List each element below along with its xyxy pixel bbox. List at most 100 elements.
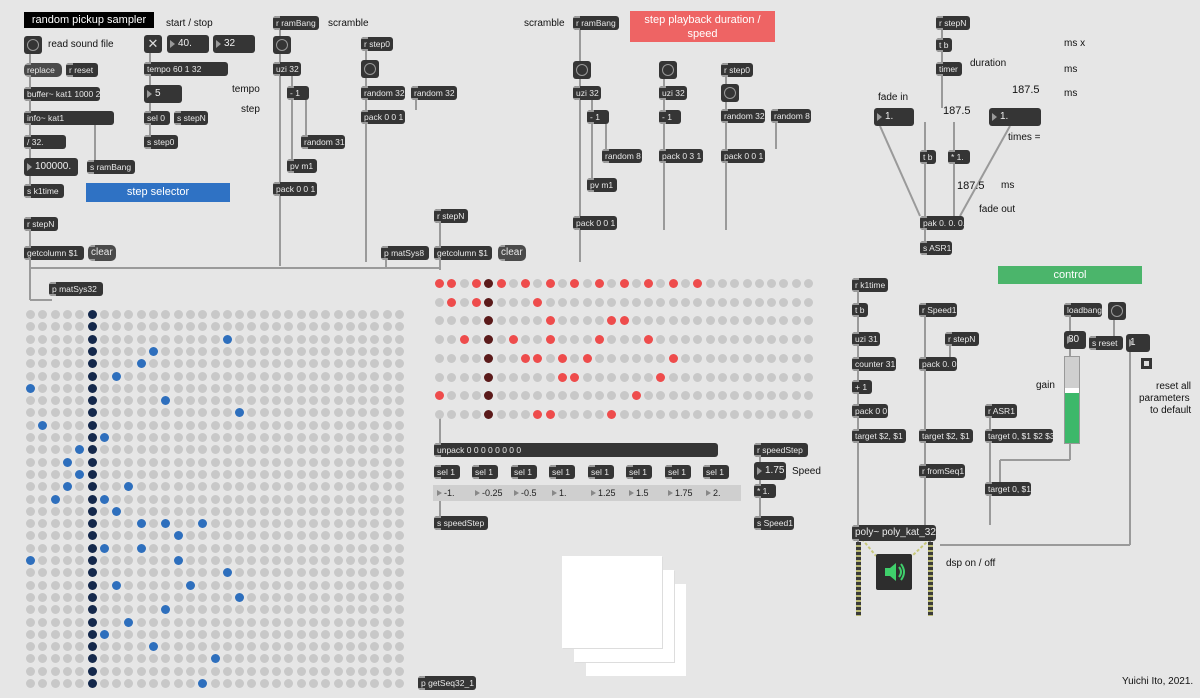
step-cell[interactable] <box>742 335 752 345</box>
matrix-cell[interactable] <box>308 519 318 529</box>
matrix-cell[interactable] <box>75 457 85 467</box>
matrix-cell[interactable] <box>185 679 195 688</box>
matrix-cell[interactable] <box>395 519 404 529</box>
step-cell[interactable] <box>471 353 481 363</box>
matrix-cell[interactable] <box>321 457 331 467</box>
matrix-cell[interactable] <box>149 445 158 455</box>
matrix-cell[interactable] <box>112 396 122 406</box>
matrix-cell[interactable] <box>259 322 269 332</box>
matrix-cell[interactable] <box>370 322 380 332</box>
matrix-cell[interactable] <box>75 592 85 602</box>
matrix-cell[interactable] <box>136 506 146 516</box>
matrix-cell[interactable] <box>149 666 158 676</box>
matrix-cell[interactable] <box>99 445 109 455</box>
matrix-cell[interactable] <box>284 359 294 369</box>
step-cell[interactable] <box>693 409 703 419</box>
matrix-cell[interactable] <box>370 346 380 356</box>
matrix-cell[interactable] <box>136 334 146 344</box>
matrix-cell[interactable] <box>50 322 60 332</box>
step-cell[interactable] <box>681 391 690 401</box>
matrix-cell[interactable] <box>112 629 122 639</box>
matrix-cell[interactable] <box>124 482 134 492</box>
matrix-cell[interactable] <box>308 531 318 541</box>
step-cell[interactable] <box>459 335 469 345</box>
matrix-cell[interactable] <box>272 506 281 516</box>
matrix-cell[interactable] <box>26 322 35 332</box>
step-cell[interactable] <box>767 297 777 307</box>
matrix-cell[interactable] <box>284 506 294 516</box>
matrix-cell[interactable] <box>333 359 343 369</box>
matrix-cell[interactable] <box>124 457 134 467</box>
gain-number[interactable]: 80 <box>1064 331 1086 349</box>
matrix-cell[interactable] <box>26 420 35 430</box>
matrix-cell[interactable] <box>382 666 392 676</box>
matrix-cell[interactable] <box>75 568 85 578</box>
matrix-cell[interactable] <box>259 617 269 627</box>
matrix-cell[interactable] <box>235 310 245 319</box>
minus1-object-c[interactable]: - 1 <box>659 110 681 124</box>
matrix-cell[interactable] <box>210 580 220 590</box>
matrix-cell[interactable] <box>173 568 183 578</box>
step-cell[interactable] <box>594 353 604 363</box>
step-cell[interactable] <box>447 316 457 326</box>
step-cell[interactable] <box>779 316 789 326</box>
step-cell[interactable] <box>631 353 641 363</box>
matrix-cell[interactable] <box>198 346 208 356</box>
target-object-4[interactable]: target 0, $1 <box>985 482 1031 496</box>
matrix-cell[interactable] <box>235 543 245 553</box>
matrix-cell[interactable] <box>321 519 331 529</box>
step-cell[interactable] <box>521 297 531 307</box>
matrix-cell[interactable] <box>161 334 171 344</box>
matrix-cell[interactable] <box>173 617 183 627</box>
matrix-cell[interactable] <box>26 482 35 492</box>
matrix-cell[interactable] <box>75 420 85 430</box>
matrix-cell[interactable] <box>345 642 355 652</box>
matrix-cell[interactable] <box>149 433 158 442</box>
matrix-cell[interactable] <box>87 322 97 332</box>
matrix-cell[interactable] <box>210 334 220 344</box>
random-bang-c[interactable] <box>721 84 739 102</box>
step-cell[interactable] <box>779 372 789 382</box>
step-cell[interactable] <box>656 316 666 326</box>
matrix-cell[interactable] <box>358 654 368 664</box>
step-cell[interactable] <box>607 372 617 382</box>
matrix-cell[interactable] <box>26 445 35 455</box>
matrix-cell[interactable] <box>296 310 306 319</box>
matrix-cell[interactable] <box>198 679 208 688</box>
matrix-cell[interactable] <box>38 556 48 565</box>
matrix-cell[interactable] <box>185 445 195 455</box>
matrix-cell[interactable] <box>161 605 171 615</box>
step-cell[interactable] <box>644 279 654 288</box>
timer-object[interactable]: timer <box>936 62 962 76</box>
matrix-cell[interactable] <box>222 346 232 356</box>
clear-message-2[interactable]: clear <box>498 245 526 261</box>
matrix-cell[interactable] <box>247 383 257 393</box>
matrix-cell[interactable] <box>395 383 404 393</box>
matrix-cell[interactable] <box>75 679 85 688</box>
matrix-cell[interactable] <box>370 580 380 590</box>
speed-option-message[interactable]: -1. <box>434 486 470 500</box>
r-fromSeq1-object[interactable]: r fromSeq1 <box>919 464 965 478</box>
matrix-cell[interactable] <box>259 543 269 553</box>
matrix-cell[interactable] <box>210 531 220 541</box>
matrix-32x32[interactable] <box>24 308 408 692</box>
matrix-cell[interactable] <box>308 396 318 406</box>
step-cell[interactable] <box>705 391 715 401</box>
matrix-cell[interactable] <box>161 482 171 492</box>
matrix-cell[interactable] <box>395 605 404 615</box>
step-cell[interactable] <box>435 372 444 382</box>
step-cell[interactable] <box>545 279 555 288</box>
matrix-cell[interactable] <box>358 629 368 639</box>
matrix-cell[interactable] <box>161 556 171 565</box>
step-cell[interactable] <box>656 372 666 382</box>
step-cell[interactable] <box>459 353 469 363</box>
step-cell[interactable] <box>558 372 567 382</box>
matrix-cell[interactable] <box>308 420 318 430</box>
matrix-cell[interactable] <box>185 592 195 602</box>
matrix-cell[interactable] <box>26 642 35 652</box>
step-cell[interactable] <box>447 409 457 419</box>
matrix-cell[interactable] <box>296 519 306 529</box>
matrix-cell[interactable] <box>124 408 134 418</box>
r-ASR1-object[interactable]: r ASR1 <box>985 404 1017 418</box>
matrix-cell[interactable] <box>247 334 257 344</box>
